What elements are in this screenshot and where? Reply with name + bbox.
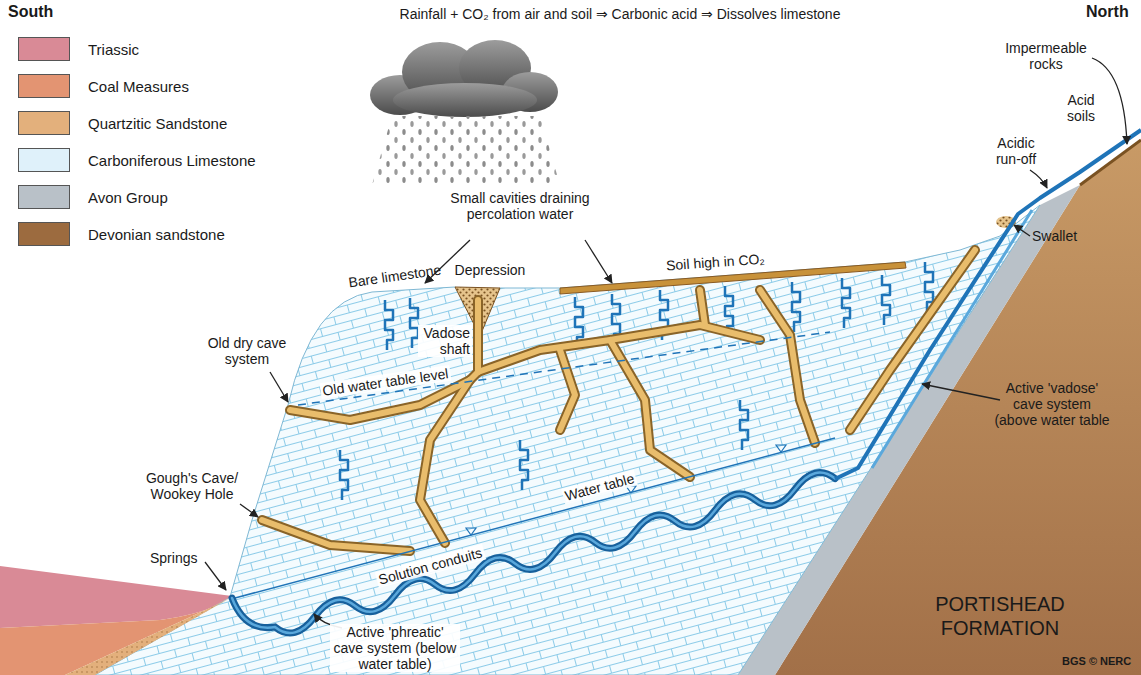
callout-label: Swallet (1032, 228, 1077, 244)
callout-label: Active 'vadose' cave system (above water… (990, 380, 1114, 428)
legend-text: Triassic (88, 41, 139, 58)
vadose-stream (835, 130, 1141, 479)
callout-label: Soil high in CO₂ (665, 251, 765, 274)
legend-entry: Triassic (18, 34, 139, 64)
legend-swatch (18, 148, 70, 172)
callout-label: Gough's Cave/ Wookey Hole (140, 470, 244, 502)
legend-swatch (18, 222, 70, 246)
compass-label: South (8, 4, 53, 20)
leader-lines (205, 58, 1127, 628)
water-table (235, 438, 835, 598)
solution-conduit-core (232, 473, 835, 633)
callout-label: Acid soils (1060, 92, 1102, 124)
rain-cloud (370, 40, 558, 117)
legend-entry: Carboniferous Limestone (18, 145, 256, 175)
callout-label: Acidic run-off (985, 135, 1047, 167)
heading: Rainfall + CO₂ from air and soil ⇒ Carbo… (300, 6, 940, 22)
callout-label: Active 'phreatic' cave system (below wat… (330, 624, 460, 672)
water-table-marker (466, 445, 786, 535)
legend-entry: Avon Group (18, 182, 168, 212)
legend-swatch (18, 74, 70, 98)
callout-label: Old dry cave system (205, 335, 289, 367)
compass-label: North (1086, 4, 1129, 20)
formation-label: PORTISHEAD FORMATION (900, 592, 1100, 640)
solution-conduit (232, 473, 835, 633)
callout-label: Solution conduits (374, 544, 485, 588)
quartzitic-sandstone (65, 597, 232, 675)
legend-text: Coal Measures (88, 78, 189, 95)
legend-entry: Quartzitic Sandstone (18, 108, 227, 138)
credit-watermark: BGS © NERC (1062, 655, 1131, 668)
callout-label: Springs (150, 550, 197, 566)
cave-passage-outline (262, 250, 975, 551)
callout-label: Small cavities draining percolation wate… (450, 190, 590, 222)
legend-text: Devonian sandstone (88, 226, 225, 243)
legend-entry: Devonian sandstone (18, 219, 225, 249)
triassic (0, 566, 232, 628)
legend-text: Quartzitic Sandstone (88, 115, 227, 132)
legend-text: Avon Group (88, 189, 168, 206)
carboniferous-limestone (95, 205, 1040, 675)
cave-passage (262, 250, 975, 551)
callout-label: Water table (562, 470, 639, 505)
vadose-stream-inner (872, 210, 1032, 468)
callout-label: Depression (445, 262, 535, 278)
legend-swatch (18, 185, 70, 209)
legend-text: Carboniferous Limestone (88, 152, 256, 169)
legend-swatch (18, 37, 70, 61)
legend-swatch (18, 111, 70, 135)
acid-soil-surface (1080, 140, 1141, 185)
legend-entry: Coal Measures (18, 71, 189, 101)
callout-label: Vadose shaft (418, 325, 472, 357)
old-water-table (298, 332, 830, 405)
callout-label: Bare limestone (348, 262, 443, 291)
rain (372, 116, 560, 185)
callout-label: Impermeable rocks (1000, 40, 1092, 72)
callout-label: Old water table level (319, 365, 451, 399)
